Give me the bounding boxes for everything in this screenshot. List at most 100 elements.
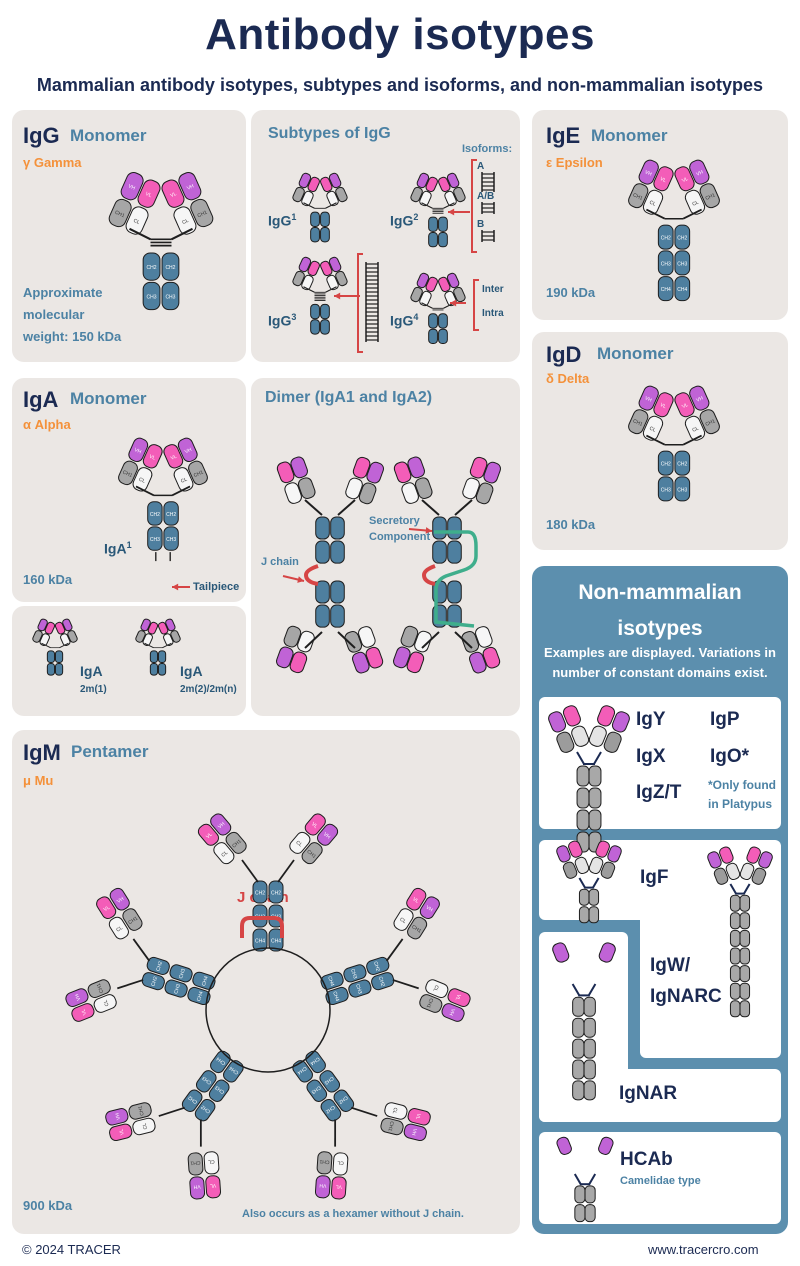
hcab-label: HCAb xyxy=(620,1149,673,1170)
cl-domain xyxy=(60,633,71,647)
vh-domain xyxy=(416,272,430,289)
cl-domain xyxy=(142,633,153,647)
fc-domain-left xyxy=(310,227,320,243)
vl-domain xyxy=(307,260,320,277)
fc-domain-right-text: CH2 xyxy=(166,512,176,518)
nm-fc-left xyxy=(572,1038,585,1059)
linker xyxy=(171,227,193,241)
cl-domain: CL xyxy=(125,206,149,235)
ch1-domain: CH1 xyxy=(699,409,720,435)
dimer-ch1 xyxy=(461,631,480,653)
cl-domain xyxy=(163,633,174,647)
igm-fc-left-text: CH2 xyxy=(150,976,159,988)
fc-domain-left xyxy=(310,211,320,227)
igm-vh: VH xyxy=(441,1003,465,1022)
isoform-a-hinge xyxy=(481,172,495,192)
igm-ch1: CH1 xyxy=(301,842,323,865)
vh-domain xyxy=(37,618,48,632)
inter-label: Inter xyxy=(482,284,504,295)
linker xyxy=(645,208,666,220)
fc-domain-left-text: CH2 xyxy=(661,236,671,242)
vl-domain-text: VL xyxy=(681,176,689,184)
ch1-domain xyxy=(292,186,305,203)
igm-ch1: CH1 xyxy=(316,1151,333,1175)
igm-ch1: CH1 xyxy=(128,1102,152,1120)
igm-fc-left: CH2 xyxy=(366,956,390,975)
igm-fc-right: CH2 xyxy=(371,972,395,991)
igm-ch1-text: CH1 xyxy=(305,849,317,860)
vl-domain xyxy=(157,621,169,635)
vl-domain xyxy=(44,621,56,635)
igm-vh: VH xyxy=(210,813,232,836)
ch1-domain xyxy=(292,270,305,287)
ch1-domain-text: CH1 xyxy=(193,469,205,479)
vh-domain-text: VH xyxy=(184,447,193,455)
linker xyxy=(337,499,356,516)
igg2-label: IgG2 xyxy=(390,212,419,229)
nm-vh xyxy=(598,1136,614,1155)
vl-domain xyxy=(425,276,438,293)
fc-domain-right xyxy=(157,662,167,676)
vh-domain: VH xyxy=(120,172,144,201)
igm-ch1-text: CH1 xyxy=(137,1105,145,1116)
dimer-cl xyxy=(284,482,302,504)
igg-subtypes-panel xyxy=(251,110,520,362)
fc-domain-right xyxy=(320,211,330,227)
igm-cl-text: CL xyxy=(431,984,439,992)
dimer-vh xyxy=(407,456,425,479)
fc-domain-right-text: CH2 xyxy=(165,265,175,271)
nm-fc-left xyxy=(572,1017,585,1038)
nm-fab xyxy=(588,840,622,879)
iga2m1-name: IgA xyxy=(80,663,103,679)
tailpiece-label: Tailpiece xyxy=(193,581,240,593)
igm-fc-right: CH4 xyxy=(210,1050,231,1074)
dimer-fc-left xyxy=(432,540,447,564)
footer-copyright: © 2024 TRACER xyxy=(22,1242,121,1257)
igm-vl-text: VL xyxy=(335,1183,342,1189)
fab-arm xyxy=(135,618,159,647)
igm-cl: CL xyxy=(332,1152,349,1176)
igm-fc-right-text: CH3 xyxy=(310,1084,322,1095)
igm-fc-right: CH4 xyxy=(192,971,216,990)
igm-vl-text: VL xyxy=(454,993,462,1001)
fc-domain-right: CH3 xyxy=(163,526,179,551)
cl-domain: CL xyxy=(684,415,706,441)
ch1-domain: CH1 xyxy=(699,183,720,209)
dimer-left-fab-tr xyxy=(345,456,384,505)
ch1-domain-text: CH1 xyxy=(705,418,717,428)
dimer-fc-right xyxy=(447,604,462,628)
cl-domain xyxy=(326,190,339,207)
linker xyxy=(743,883,751,895)
linker xyxy=(129,227,151,241)
dimer-cl xyxy=(414,630,432,653)
igm-fc-right: CH4 xyxy=(268,928,284,952)
nm-vh xyxy=(552,942,570,963)
igm-fc-right-text: CH3 xyxy=(178,968,187,980)
igm-fc-left: CH4 xyxy=(305,1050,326,1074)
igg-panel xyxy=(12,110,246,362)
dimer-vh xyxy=(469,651,487,674)
igm-cl: CL xyxy=(425,979,449,999)
hcab-antibody xyxy=(556,1136,614,1223)
footer-website[interactable]: www.tracercro.com xyxy=(648,1242,759,1257)
dimer-vh xyxy=(393,646,411,669)
secretory-arrow xyxy=(408,527,433,534)
igm-vl: VL xyxy=(109,1123,133,1142)
igg-greek: γ Gamma xyxy=(23,155,82,170)
fc-domain-right xyxy=(438,231,448,248)
linker xyxy=(443,202,455,209)
igm-cl: CL xyxy=(108,916,129,940)
dimer-ch1 xyxy=(358,482,377,505)
linker xyxy=(588,1173,597,1185)
cl-domain-text: CL xyxy=(648,426,656,434)
ige-weight: 190 kDa xyxy=(546,285,596,300)
isoform-bracket xyxy=(471,159,477,253)
